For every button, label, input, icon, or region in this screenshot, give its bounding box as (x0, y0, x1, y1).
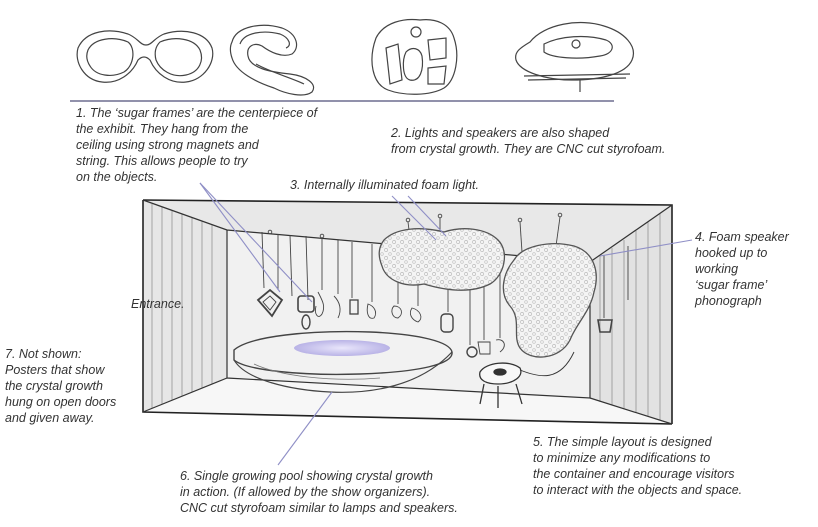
note-sugar-frames: 1. The ‘sugar frames’ are the centerpiec… (76, 106, 318, 184)
note-entrance: Entrance. (131, 297, 185, 311)
foam-lights (378, 228, 506, 291)
note-foam-light: 3. Internally illuminated foam light. (290, 178, 479, 192)
note-not-shown: 7. Not shown: Posters that show the crys… (5, 347, 117, 425)
sugar-cuff-icon (229, 24, 315, 96)
leader-lines (199, 182, 693, 466)
note-foam-speaker: 4. Foam speaker hooked up to working ‘su… (695, 230, 789, 308)
phonograph-table (479, 351, 575, 408)
note-growing-pool: 6. Single growing pool showing crystal g… (180, 469, 458, 515)
foam-speaker (502, 243, 597, 358)
sugar-platform-icon (515, 21, 634, 92)
note-simple-layout: 5. The simple layout is designed to mini… (533, 435, 743, 497)
note-lights-speakers: 2. Lights and speakers are also shaped f… (391, 126, 666, 156)
growing-pool (233, 330, 453, 393)
sugar-block-icon (371, 18, 458, 95)
sugar-glasses-icon (76, 30, 214, 83)
